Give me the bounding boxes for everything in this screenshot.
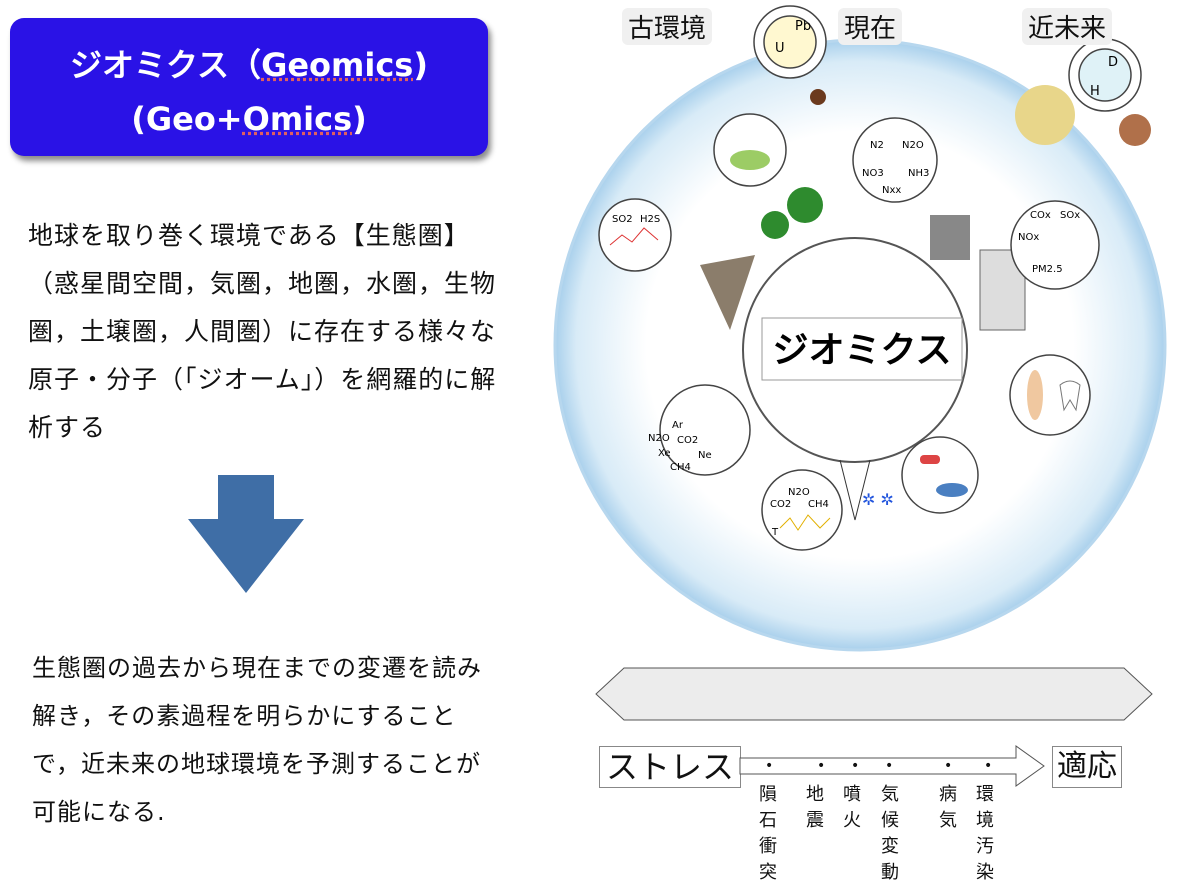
svg-text:SOx: SOx xyxy=(1060,210,1080,221)
cause-dot: • xyxy=(851,758,860,774)
cause-dot: • xyxy=(817,758,826,774)
svg-text:T: T xyxy=(771,527,779,538)
cause-pollution: 環境汚染 xyxy=(976,784,994,883)
title-text: ) xyxy=(352,100,367,138)
center-label: ジオミクス xyxy=(773,330,952,371)
label-so2: SO2 xyxy=(612,214,633,225)
cause-disease: 病気 xyxy=(939,784,957,831)
cause-dot: • xyxy=(765,758,774,774)
cause-dot: • xyxy=(885,758,894,774)
bubble-u-pb xyxy=(753,5,827,79)
factory-icon xyxy=(930,215,970,260)
description-text: 地球を取り巻く環境である【生態圏】（惑星間空間，気圏，地圏，水圏，生物圏，土壌圏… xyxy=(28,221,497,442)
bubble-food xyxy=(901,436,979,514)
nitrogen-labels: N2 N2O NO3 NH3 Nxx xyxy=(862,140,929,196)
svg-text:CO2: CO2 xyxy=(677,435,698,446)
bubble-nitrogen xyxy=(852,117,938,203)
bubble-air xyxy=(1010,200,1100,290)
svg-text:NH3: NH3 xyxy=(908,168,929,179)
title-word: Omics xyxy=(242,100,353,138)
fish-icon xyxy=(936,483,968,497)
cause-dot: • xyxy=(944,758,953,774)
label-d: D xyxy=(1108,55,1118,70)
moon-icon xyxy=(1015,85,1075,145)
title-text: ) xyxy=(413,46,428,84)
label-h2s: H2S xyxy=(640,214,660,225)
title-text: (Geo+ xyxy=(131,100,243,138)
bubble-sulfur xyxy=(598,198,672,272)
svg-text:N2O: N2O xyxy=(648,433,670,444)
air-labels: COx SOx NOx PM2.5 xyxy=(1018,210,1080,275)
leaf-icon xyxy=(730,150,770,170)
conclusion-text: 生態圏の過去から現在までの変遷を読み解き，その素過程を明らかにすることで，近未来… xyxy=(32,654,482,826)
label-h: H xyxy=(1090,84,1100,99)
cause-meteor: 隕石衝突 xyxy=(759,784,777,883)
geomics-diagram: ジオミクス U Pb D H N2 N2O NO3 NH3 Nxx SO2 H2… xyxy=(553,5,1167,652)
svg-text:Ne: Ne xyxy=(698,450,712,461)
timeline-past: 古環境 xyxy=(622,8,713,45)
svg-text:NO3: NO3 xyxy=(862,168,884,179)
tree-icon xyxy=(787,187,823,223)
svg-text:N2O: N2O xyxy=(788,487,810,498)
label-pb: Pb xyxy=(795,19,811,34)
tower-icon xyxy=(839,459,871,521)
svg-text:Nxx: Nxx xyxy=(882,185,901,196)
center-label-box xyxy=(761,317,963,381)
planet-icon xyxy=(1119,114,1151,146)
svg-text:CO2: CO2 xyxy=(770,499,791,510)
stress-label: ストレス xyxy=(599,746,742,788)
bubble-noble xyxy=(659,384,751,476)
down-arrow-icon xyxy=(188,475,304,593)
svg-text:CH4: CH4 xyxy=(808,499,829,510)
person-icon xyxy=(1027,370,1043,420)
timeline-arrow xyxy=(595,667,1153,721)
bubble-health xyxy=(1009,354,1091,436)
adaptation-label: 適応 xyxy=(1052,746,1122,788)
svg-text:Xe: Xe xyxy=(658,448,671,459)
meteor-icon xyxy=(810,89,826,105)
timeline-present: 現在 xyxy=(838,8,903,45)
title-word: Geomics xyxy=(261,46,414,84)
title-line-1: ジオミクス（Geomics) xyxy=(10,40,488,86)
tree-icon xyxy=(761,211,789,239)
svg-text:CH4: CH4 xyxy=(670,462,691,473)
greenhouse-labels: N2O CH4 CO2 T xyxy=(770,487,829,538)
svg-text:PM2.5: PM2.5 xyxy=(1032,264,1063,275)
svg-text:N2: N2 xyxy=(870,140,884,151)
svg-text:COx: COx xyxy=(1030,210,1051,221)
bubble-greenhouse xyxy=(761,469,843,551)
noble-labels: Ar CO2 N2O Ne Xe CH4 xyxy=(648,420,712,473)
tooth-icon xyxy=(1059,380,1081,412)
snow-icon: ✲ ✲ xyxy=(862,490,894,509)
title-text: ジオミクス（ xyxy=(70,46,262,84)
bubble-d-h xyxy=(1068,38,1142,112)
cause-dot: • xyxy=(984,758,993,774)
sulfur-graph xyxy=(609,227,659,246)
stress-arrow xyxy=(739,745,1045,787)
title-box: ジオミクス（Geomics) (Geo+Omics) xyxy=(10,18,488,156)
mountain-icon xyxy=(700,255,755,330)
svg-text:N2O: N2O xyxy=(902,140,924,151)
cause-earthquake: 地震 xyxy=(806,784,824,831)
timeline-future: 近未来 xyxy=(1022,8,1113,45)
cause-climate: 気候変動 xyxy=(881,784,899,883)
greenhouse-graph xyxy=(779,514,831,531)
svg-text:Ar: Ar xyxy=(672,420,684,431)
pill-icon xyxy=(920,455,940,464)
svg-text:NOx: NOx xyxy=(1018,232,1039,243)
cause-eruption: 噴火 xyxy=(843,784,861,831)
label-u: U xyxy=(775,41,785,56)
title-line-2: (Geo+Omics) xyxy=(10,100,488,138)
